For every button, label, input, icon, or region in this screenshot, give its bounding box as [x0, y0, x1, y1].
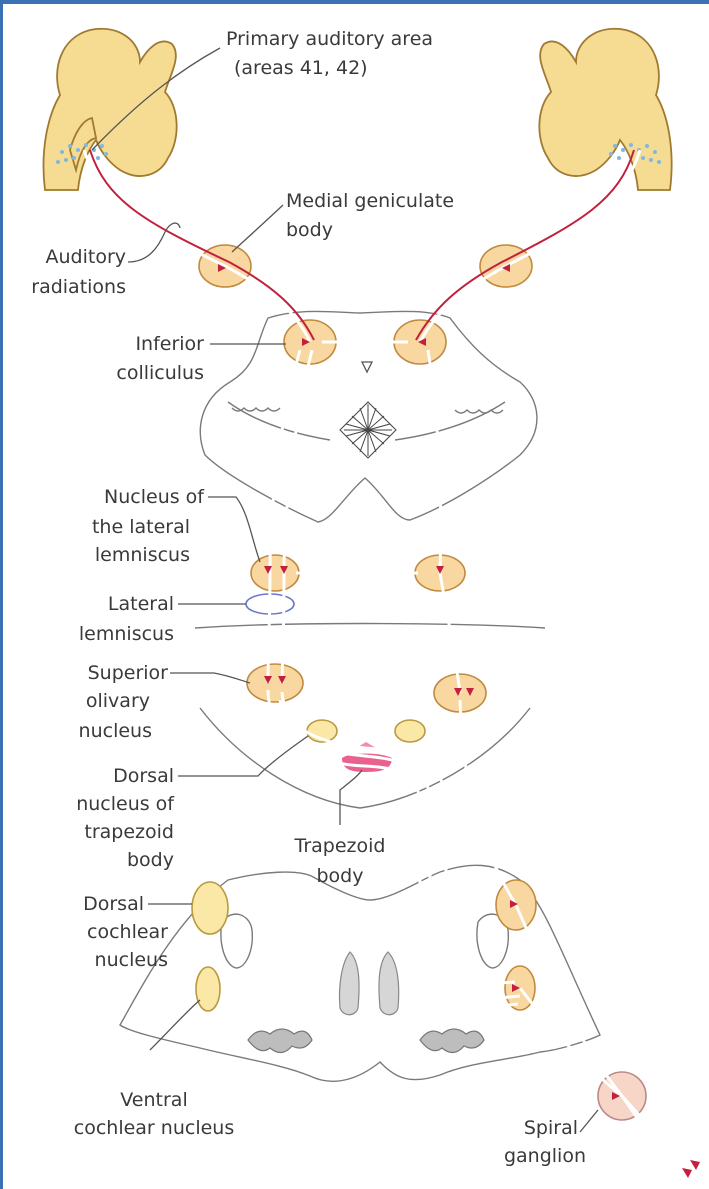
label-medial-geniculate-body: body [286, 219, 333, 241]
label-primary-auditory-area: Primary auditory area [226, 28, 433, 50]
label-cochlear-nucleus: cochlear nucleus [74, 1117, 234, 1139]
dorsal-cochlear-nucleus-left [192, 882, 228, 934]
label-nucleus-2: nucleus [95, 949, 168, 971]
label-the-lateral: the lateral [92, 516, 190, 538]
label-nucleus-of: Nucleus of [104, 486, 205, 508]
label-olivary: olivary [86, 690, 150, 712]
nucleus-lateral-lemniscus-left [251, 555, 299, 591]
dorsal-nucleus-trapezoid-right [395, 720, 425, 742]
cortex-right [539, 29, 671, 190]
label-inferior: Inferior [135, 333, 204, 355]
label-ganglion: ganglion [504, 1145, 586, 1167]
label-body-2: body [127, 849, 174, 871]
label-lemniscus-2: lemniscus [79, 623, 174, 645]
ventral-cochlear-nucleus-left [196, 967, 220, 1011]
label-trapezoid-body-1: Trapezoid [294, 835, 386, 857]
label-ventral: Ventral [120, 1089, 187, 1111]
label-dorsal-2: Dorsal [83, 893, 144, 915]
label-radiations: radiations [31, 276, 126, 298]
label-nucleus: nucleus [79, 720, 152, 742]
label-lateral: Lateral [108, 593, 174, 615]
label-spiral: Spiral [524, 1117, 578, 1139]
label-nucleus-of-2: nucleus of [76, 793, 175, 815]
label-trapezoid-body-2: body [317, 865, 364, 887]
superior-olivary-nucleus-left [247, 664, 303, 702]
label-trapezoid: trapezoid [84, 821, 174, 843]
label-cochlear: cochlear [87, 921, 168, 943]
label-dorsal: Dorsal [113, 765, 174, 787]
label-medial-geniculate: Medial geniculate [286, 190, 454, 212]
label-superior: Superior [88, 662, 169, 684]
cortex-left [43, 29, 176, 190]
label-areas-41-42: (areas 41, 42) [234, 57, 368, 79]
pons-upper-line [195, 624, 545, 629]
label-colliculus: colliculus [116, 362, 204, 384]
label-lemniscus: lemniscus [95, 544, 190, 566]
label-auditory: Auditory [45, 246, 126, 268]
